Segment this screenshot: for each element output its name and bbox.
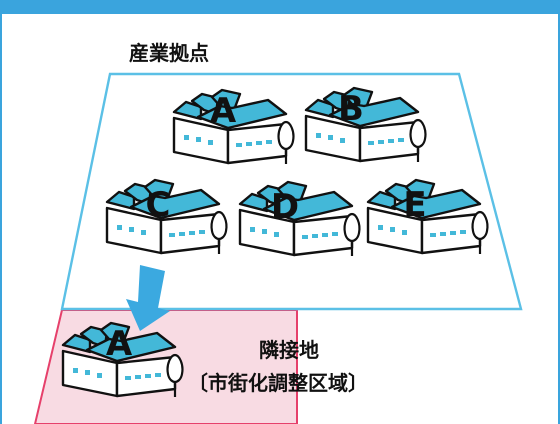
top-banner bbox=[0, 0, 560, 14]
factory-d-label: D bbox=[271, 187, 299, 227]
industrial-base-zone bbox=[60, 72, 523, 311]
factory-a-adjacent-label: A bbox=[106, 324, 133, 364]
factory-d: D bbox=[238, 180, 361, 258]
factory-a: A bbox=[172, 88, 295, 166]
factory-b: B bbox=[304, 86, 427, 164]
factory-e: E bbox=[366, 178, 489, 256]
factory-a-adjacent: A bbox=[61, 321, 184, 399]
factory-b-label: B bbox=[338, 89, 364, 129]
industrial-base-title: 産業拠点 bbox=[129, 41, 209, 65]
relocation-arrow bbox=[126, 265, 170, 331]
factory-a-label: A bbox=[210, 91, 237, 131]
factory-c: C bbox=[105, 178, 228, 256]
adjacent-land-title: 隣接地 bbox=[259, 338, 319, 362]
factory-e-label: E bbox=[403, 185, 426, 225]
factory-c-label: C bbox=[146, 185, 171, 225]
adjacent-land-subtitle: 〔市街化調整区域〕 bbox=[188, 371, 368, 395]
